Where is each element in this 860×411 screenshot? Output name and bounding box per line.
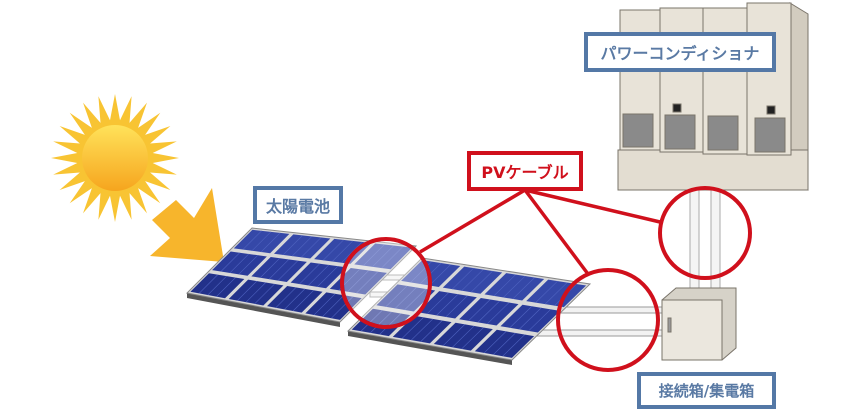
callout-circles — [340, 186, 752, 372]
sun-disc — [82, 125, 148, 191]
sunlight-arrow-icon — [150, 188, 224, 262]
junction-box-label: 接続箱/集電箱 — [637, 372, 776, 409]
solar-panel-arrays — [185, 227, 592, 365]
callout-lines — [419, 188, 661, 276]
solar-cell-label: 太陽電池 — [253, 186, 343, 224]
magnified-area — [344, 241, 428, 325]
inverter-label: パワーコンディショナ — [584, 32, 776, 72]
sun-icon — [51, 94, 179, 222]
junction-box — [661, 287, 737, 361]
pv-cable-label: PVケーブル — [467, 151, 583, 191]
